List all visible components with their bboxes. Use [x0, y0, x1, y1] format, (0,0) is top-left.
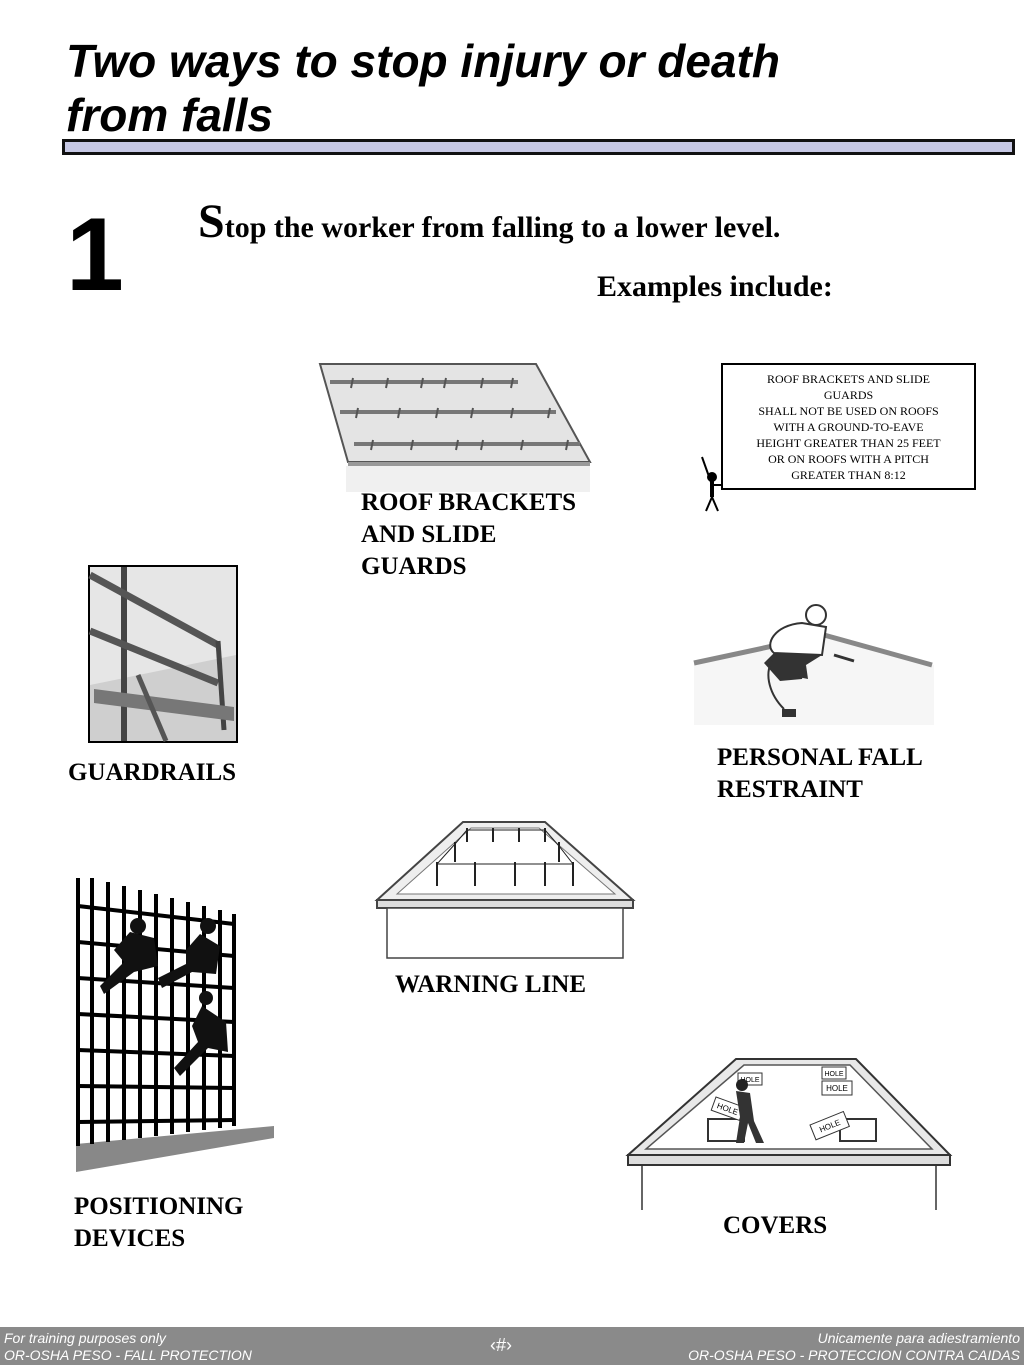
roof-brackets-illustration: [318, 363, 592, 492]
note-line: ROOF BRACKETS AND SLIDE: [766, 372, 931, 386]
footer-left: For training purposes only OR-OSHA PESO …: [4, 1330, 252, 1364]
personal-fall-restraint-illustration: [693, 604, 934, 725]
footer-left-line-2: OR-OSHA PESO - FALL PROTECTION: [4, 1347, 252, 1363]
label-roof-brackets-line: AND SLIDE: [361, 521, 497, 548]
page-title-line-1: Two ways to stop injury or death: [66, 35, 780, 87]
footer-right-line-2: OR-OSHA PESO - PROTECCION CONTRA CAIDAS: [688, 1347, 1020, 1363]
lead-text: top the worker from falling to a lower l…: [224, 211, 781, 244]
label-roof-brackets-line: GUARDS: [361, 553, 467, 580]
examples-heading: Examples include:: [597, 270, 833, 303]
guardrails-illustration: [88, 565, 238, 743]
note-line: OR ON ROOFS WITH A PITCH: [768, 452, 929, 466]
note-line: WITH A GROUND-TO-EAVE: [773, 420, 924, 434]
positioning-devices-illustration: [76, 878, 274, 1172]
label-positioning-devices-line: POSITIONING: [74, 1193, 244, 1220]
note-line: SHALL NOT BE USED ON ROOFS: [758, 404, 939, 418]
note-line: GUARDS: [823, 388, 874, 402]
footer-right-line-1: Unicamente para adiestramiento: [817, 1330, 1020, 1346]
page-title: Two ways to stop injury or death from fa…: [66, 34, 966, 142]
hole-tag: HOLE: [826, 1084, 848, 1093]
label-personal-fall-restraint-line: PERSONAL FALL: [717, 744, 923, 771]
label-roof-brackets: ROOF BRACKETS AND SLIDE GUARDS: [361, 487, 576, 583]
label-personal-fall-restraint-line: RESTRAINT: [717, 776, 863, 803]
label-roof-brackets-line: ROOF BRACKETS: [361, 489, 577, 516]
warning-note-box: ROOF BRACKETS AND SLIDE GUARDS SHALL NOT…: [721, 363, 976, 490]
label-positioning-devices: POSITIONING DEVICES: [74, 1191, 243, 1255]
label-warning-line: WARNING LINE: [395, 971, 587, 998]
hole-tag: HOLE: [740, 1077, 759, 1084]
label-personal-fall-restraint: PERSONAL FALL RESTRAINT: [717, 742, 923, 806]
note-line: HEIGHT GREATER THAN 25 FEET: [756, 436, 941, 450]
label-guardrails: GUARDRAILS: [68, 759, 237, 786]
page-title-line-2: from falls: [66, 89, 274, 141]
section-lead: Stop the worker from falling to a lower …: [198, 198, 781, 250]
section-number: 1: [66, 197, 124, 313]
note-line: GREATER THAN 8:12: [791, 468, 906, 482]
footer-bar: For training purposes only OR-OSHA PESO …: [0, 1327, 1024, 1365]
hole-tag: HOLE: [824, 1071, 843, 1078]
covers-illustration: HOLE HOLE HOLE HOLE HOLE: [625, 1058, 953, 1210]
footer-right: Unicamente para adiestramiento OR-OSHA P…: [688, 1330, 1020, 1364]
footer-left-line-1: For training purposes only: [4, 1330, 166, 1346]
label-positioning-devices-line: DEVICES: [74, 1225, 186, 1252]
title-underline-bar: [62, 139, 1015, 155]
footer-slide-number: ‹#›: [490, 1335, 512, 1355]
warning-line-illustration: [374, 821, 636, 959]
lead-drop-cap: S: [198, 195, 225, 248]
label-covers: COVERS: [723, 1212, 828, 1239]
pointing-stick-figure-icon: [701, 456, 722, 512]
